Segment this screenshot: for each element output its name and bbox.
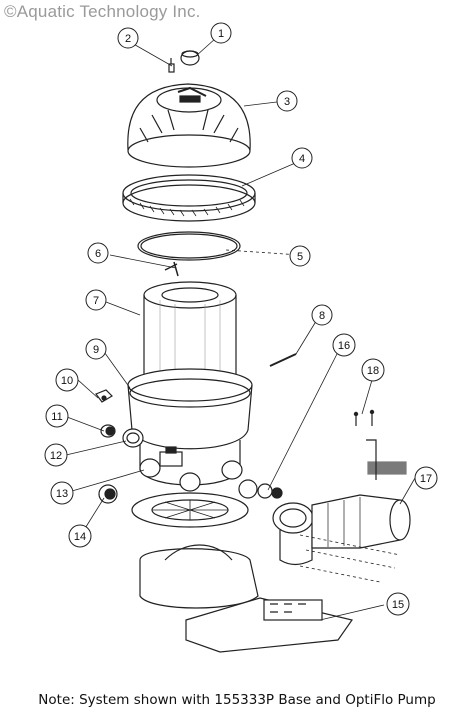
callout-15: 15 (386, 592, 410, 616)
callout-label: 10 (61, 375, 73, 387)
callout-3: 3 (276, 90, 298, 112)
part-10-clip (95, 389, 113, 403)
callout-2: 2 (117, 27, 139, 49)
callout-11: 11 (45, 404, 69, 428)
part-17-pump (272, 439, 411, 566)
callout-1: 1 (210, 22, 232, 44)
callout-markers: 1 2 3 4 5 6 7 8 9 10 11 12 13 14 15 16 1… (44, 22, 438, 616)
part-11-drain-plug (100, 424, 116, 438)
callout-label: 16 (338, 340, 350, 352)
part-16-fitting (238, 479, 283, 499)
callout-label: 8 (319, 310, 325, 322)
callout-9: 9 (85, 338, 107, 360)
base-plate (131, 492, 249, 528)
part-2-air-relief (168, 58, 175, 73)
part-18-clip (353, 409, 375, 426)
callout-18: 18 (361, 358, 385, 382)
callout-label: 13 (56, 488, 68, 500)
callout-label: 4 (299, 153, 305, 165)
callout-label: 7 (93, 295, 99, 307)
part-13-outlet (139, 458, 243, 492)
callout-6: 6 (87, 242, 109, 264)
part-8-pin (269, 353, 297, 367)
leader-lines (65, 37, 416, 621)
callout-17: 17 (414, 466, 438, 490)
callout-label: 14 (74, 531, 86, 543)
part-7-cartridge (143, 281, 237, 384)
callout-label: 2 (125, 33, 131, 45)
part-15-base (139, 544, 353, 653)
part-6-air-tube (164, 261, 179, 277)
callout-label: 1 (218, 28, 224, 40)
callout-label: 17 (420, 473, 432, 485)
callout-label: 12 (50, 450, 62, 462)
part-12-union (122, 428, 144, 448)
callout-label: 15 (392, 599, 404, 611)
part-5-o-ring (137, 231, 241, 261)
callout-10: 10 (55, 368, 79, 392)
callout-4: 4 (291, 147, 313, 169)
callout-label: 3 (284, 96, 290, 108)
callout-7: 7 (85, 289, 107, 311)
callout-14: 14 (68, 524, 92, 548)
callout-5: 5 (289, 245, 311, 267)
footnote: Note: System shown with 155333P Base and… (38, 692, 436, 708)
part-4-lock-ring (122, 174, 256, 222)
part-14-union (98, 484, 118, 504)
callout-label: 5 (297, 251, 303, 263)
callout-13: 13 (50, 481, 74, 505)
callout-label: 18 (367, 365, 379, 377)
callout-label: 9 (93, 344, 99, 356)
callout-12: 12 (44, 443, 68, 467)
part-3-lid (127, 83, 251, 168)
callout-label: 11 (51, 411, 62, 423)
callout-16: 16 (332, 333, 356, 357)
callout-label: 6 (95, 248, 101, 260)
part-1-gauge (180, 50, 200, 66)
callout-8: 8 (311, 304, 333, 326)
copyright-text: ©Aquatic Technology Inc. (4, 2, 201, 21)
